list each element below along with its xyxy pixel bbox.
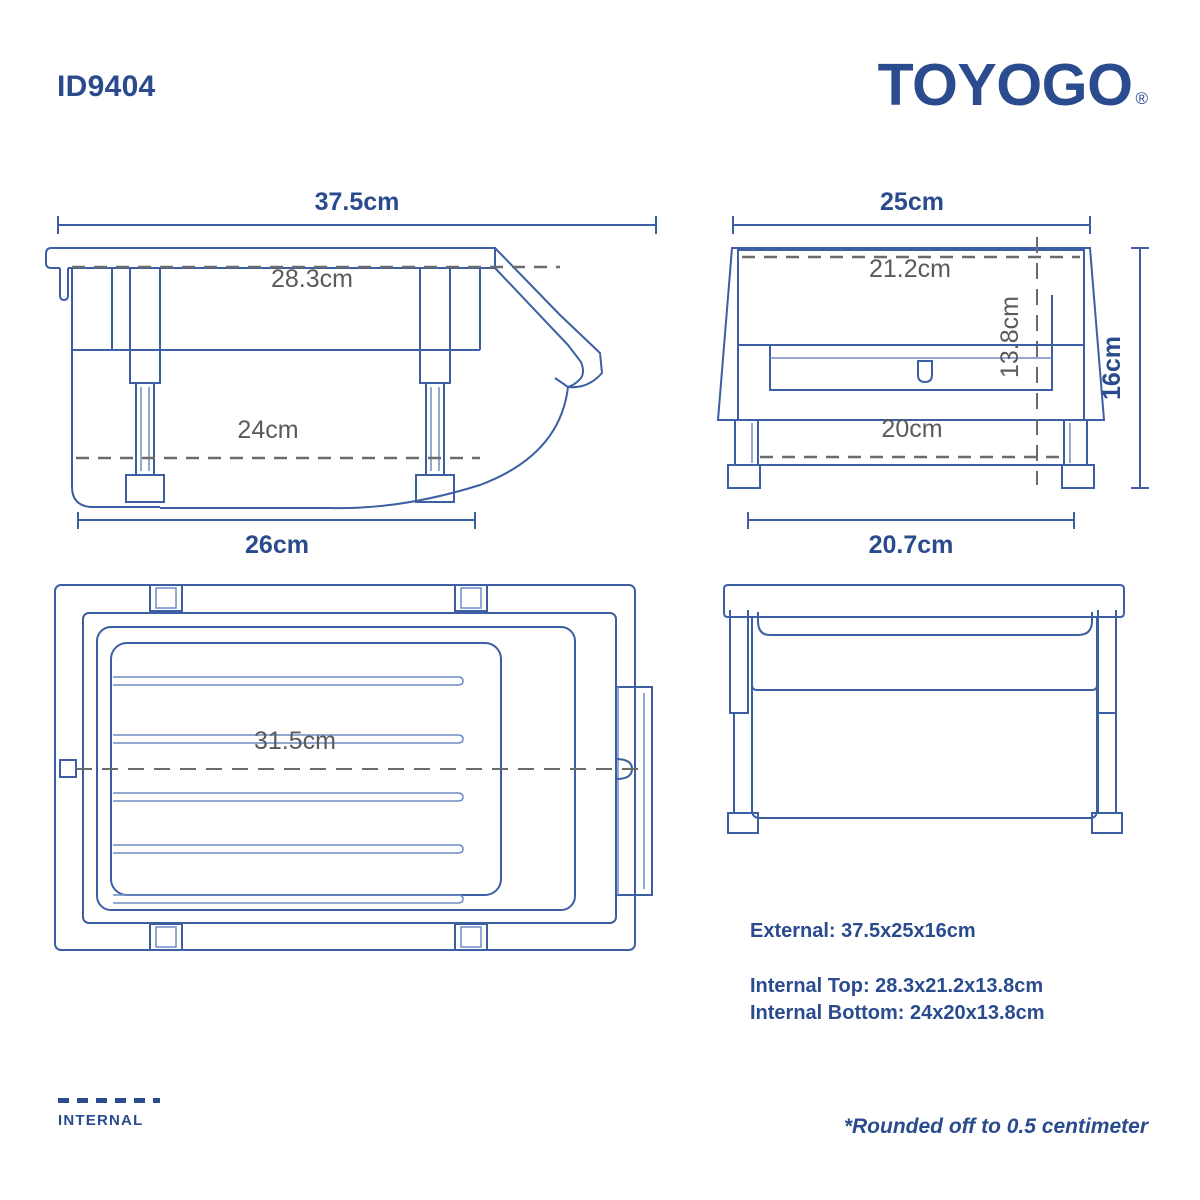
top-outer-rect [54,584,636,951]
side-leg-left [727,420,761,489]
dashed-line-swatch [58,1098,160,1103]
side-inner-tray [769,345,1053,391]
dimension-line-height-external [1131,247,1149,489]
rear-leg-right [1091,610,1123,834]
dimension-label-24cm: 24cm [237,416,298,444]
rear-handle-groove [757,612,1093,636]
legend-label: INTERNAL [58,1112,144,1129]
brand-wordmark: TOYOGO [877,52,1133,118]
front-body-outline [71,268,481,508]
dimension-label-26cm: 26cm [245,531,309,559]
latch-handle-icon [917,360,933,384]
footer-note: *Rounded off to 0.5 centimeter [843,1115,1148,1138]
dimension-label-16cm: 16cm [1098,336,1126,400]
spec-external: External: 37.5x25x16cm [750,920,976,942]
front-leg-right [415,268,455,503]
dimension-label-20-7cm: 20.7cm [869,531,954,559]
dimension-line-width-external [57,216,657,234]
rear-lid-bar [723,584,1125,618]
dimension-label-13-8cm: 13.8cm [996,296,1024,378]
side-inner-lid [738,249,1085,346]
front-view-drawing: 37.5cm 28.3cm [40,175,660,559]
top-leg-markers [149,584,488,951]
dimension-line-depth-external [732,216,1091,234]
lid-open-arc [160,386,569,510]
spec-internal-top: Internal Top: 28.3x21.2x13.8cm [750,975,1044,997]
header: ID9404 TOYOGO ® [0,0,1200,150]
side-leg-right [1061,420,1095,489]
dimension-label-37-5cm: 37.5cm [315,188,400,216]
dimension-label-21-2cm: 21.2cm [869,255,951,283]
rear-view-drawing [700,555,1160,885]
dimension-label-20cm: 20cm [881,415,942,443]
dimension-label-28-3cm: 28.3cm [271,265,353,293]
registered-trademark-icon: ® [1135,89,1148,109]
top-view-drawing: 31.5cm [40,555,660,975]
dimension-line-bottom-depth [747,512,1075,529]
rear-body-outline [751,617,1098,819]
dimension-line-bottom-external [77,512,476,529]
side-view-drawing: 25cm 21.2cm 13 [700,175,1170,559]
top-rib-slats [113,676,464,904]
specification-summary: External: 37.5x25x16cm Internal Top: 28.… [750,918,1170,1027]
spec-internal-bottom: Internal Bottom: 24x20x13.8cm [750,1002,1045,1024]
brand-logo: TOYOGO ® [877,52,1148,118]
rear-leg-left [727,610,759,834]
front-leg-left [125,268,165,503]
dimension-label-31-5cm: 31.5cm [254,727,336,755]
page-title: ID9404 [57,70,156,103]
dimension-label-25cm: 25cm [880,188,944,216]
top-left-tab [59,759,77,778]
legend-internal: INTERNAL [58,1098,160,1129]
